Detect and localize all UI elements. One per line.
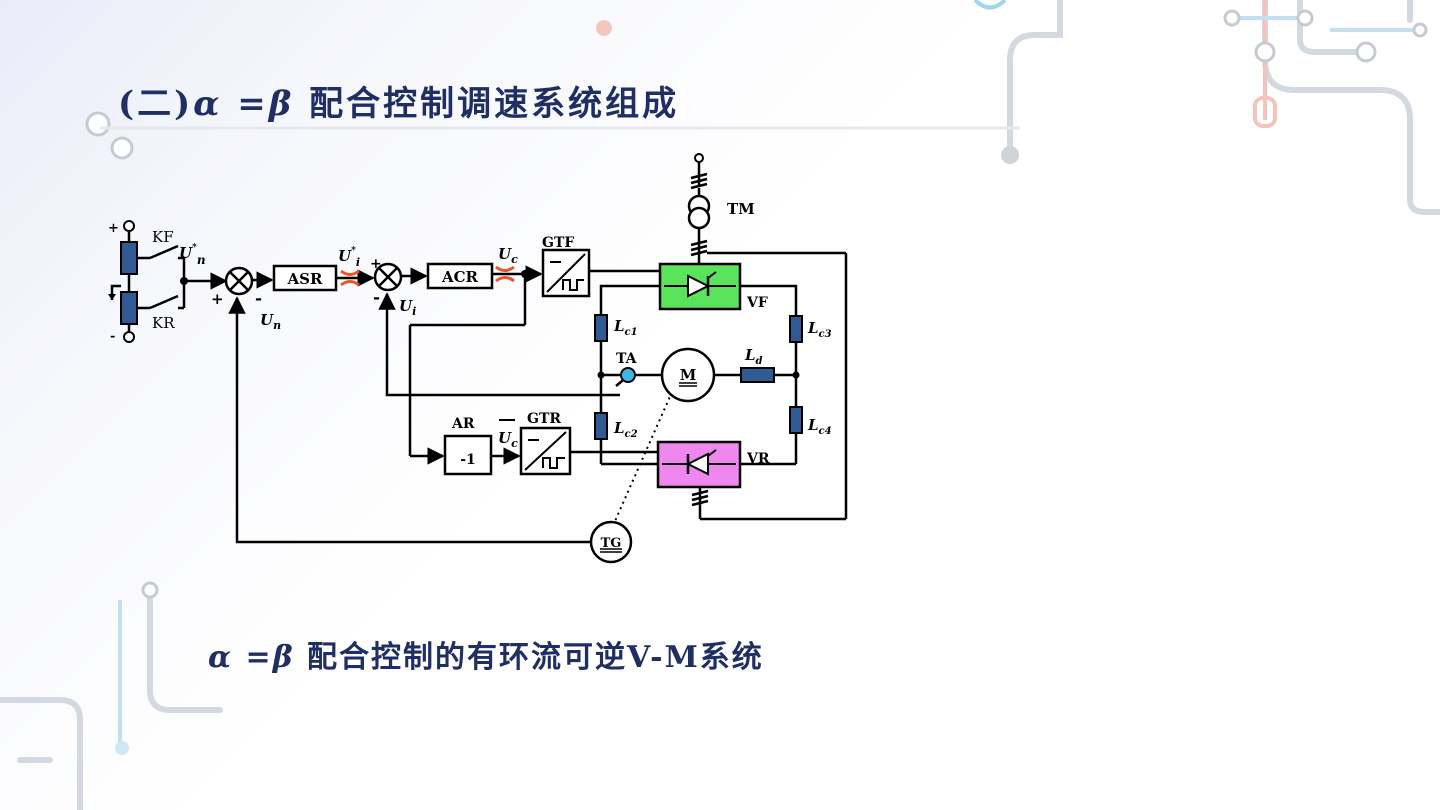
page-title: (二)α =β 配合控制调速系统组成 (118, 76, 679, 125)
caption-equals: = (233, 640, 273, 675)
lc4-reactor (789, 406, 803, 434)
speed-reference-resistor-bottom (120, 291, 138, 325)
current-feedback-label: Ui (399, 297, 416, 318)
lc3-reactor (789, 315, 803, 343)
acr-block (426, 262, 494, 290)
source-minus-label: - (110, 329, 115, 344)
caption-rest: 配合控制的有环流可逆V-M系统 (294, 640, 764, 675)
asr-label: ASR (287, 270, 323, 288)
lc1-reactor (594, 314, 608, 342)
title-alpha: α (193, 84, 223, 124)
kf-label: KF (152, 228, 174, 246)
title-rest: 配合控制调速系统组成 (294, 84, 680, 124)
wires (127, 162, 848, 544)
lc3-label: Lc3 (807, 319, 832, 340)
diagram-caption: α =β 配合控制的有环流可逆V-M系统 (208, 632, 764, 676)
ld-smoothing-reactor (740, 367, 775, 383)
title-beta: β (268, 84, 295, 124)
speed-feedback-label: Un (260, 311, 281, 332)
source-plus-label: + (108, 221, 119, 236)
asr-limiter-marker (340, 269, 360, 287)
gtr-trigger-block (519, 426, 572, 476)
lc1-label: Lc1 (613, 317, 638, 338)
ar-gain-label: -1 (460, 452, 476, 468)
ld-label: Ld (744, 346, 763, 367)
motor-symbol (660, 347, 716, 403)
tg-label: TG (601, 536, 622, 551)
ta-label: TA (616, 351, 638, 367)
speed-reference-label: U*n (179, 243, 206, 267)
ar-inverter-block (443, 434, 493, 476)
speed-summing-junction (224, 266, 254, 296)
caption-beta: β (272, 640, 295, 675)
control-voltage-label: Uc (498, 245, 518, 266)
gtf-label: GTF (542, 235, 574, 251)
caption-alpha: α (208, 640, 234, 675)
vf-label: VF (746, 295, 768, 311)
sum2-plus-sign: + (370, 256, 382, 272)
ta-current-sensor (620, 367, 636, 383)
title-prefix: (二) (118, 84, 194, 124)
sum1-plus-sign: + (211, 290, 224, 308)
gtr-label: GTR (527, 411, 561, 427)
tm-label: TM (727, 200, 755, 218)
sum2-minus-sign: - (373, 288, 380, 308)
acr-limiter-marker (495, 265, 515, 283)
diagram-labels: + - KF KR U*n + - Un ASR U*i + - Ui ACR … (108, 200, 832, 551)
vr-label: VR (746, 451, 770, 467)
sum1-minus-sign: - (255, 289, 262, 309)
vf-forward-bridge (658, 262, 742, 311)
vr-reverse-bridge (656, 440, 742, 489)
lc2-label: Lc2 (613, 419, 638, 440)
shaft-coupling (611, 391, 673, 529)
acr-label: ACR (441, 268, 479, 286)
lc2-reactor (594, 412, 608, 440)
asr-block (272, 264, 338, 292)
current-reference-label: U*i (338, 246, 360, 269)
speed-reference-resistor-top (120, 241, 138, 275)
kr-label: KR (152, 314, 175, 332)
tm-transformer-symbol (687, 194, 711, 230)
motor-label: M (680, 366, 697, 384)
junction-dots (180, 270, 800, 379)
current-summing-junction (373, 262, 403, 292)
inverted-control-voltage-label: Uc (498, 429, 518, 450)
lc4-label: Lc4 (807, 416, 832, 437)
ar-label: AR (451, 416, 475, 432)
title-equals: = (222, 84, 269, 124)
gtf-trigger-block (541, 248, 591, 298)
terminals (123, 153, 704, 343)
